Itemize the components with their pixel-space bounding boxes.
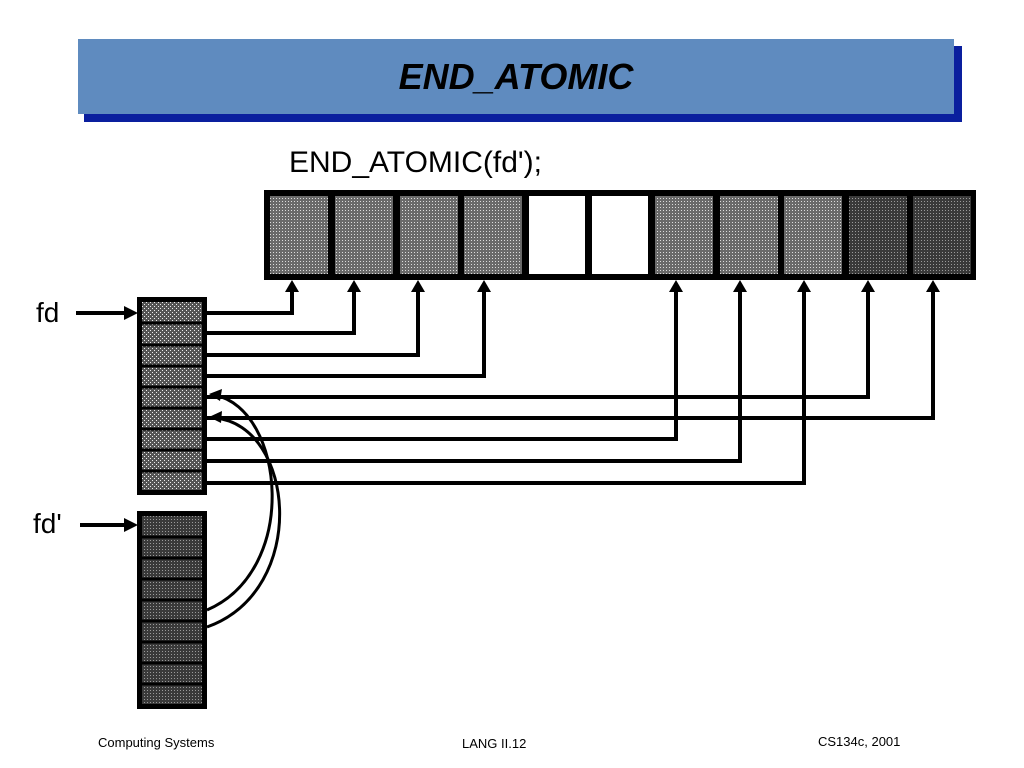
footer-course: Computing Systems xyxy=(98,735,215,750)
arrowhead-icon xyxy=(733,280,747,292)
pointer-line xyxy=(207,290,742,463)
array-slot-empty xyxy=(529,196,585,274)
copy-arrowheads xyxy=(209,389,222,423)
pointer-line xyxy=(207,290,935,420)
fd-prime-table xyxy=(137,511,207,709)
array-slot xyxy=(464,196,522,274)
arrowhead-icon xyxy=(209,411,222,423)
array-slot xyxy=(335,196,393,274)
pointer-line xyxy=(207,290,356,335)
fd-arrow-icon xyxy=(124,306,138,320)
copy-curves xyxy=(206,393,282,629)
pointer-line xyxy=(207,290,486,378)
arrowhead-icon xyxy=(209,389,222,401)
arrowhead-icon xyxy=(285,280,299,292)
pointer-line xyxy=(207,290,806,485)
arrowhead-icon xyxy=(347,280,361,292)
code-label: END_ATOMIC(fd'); xyxy=(289,146,542,179)
memory-array xyxy=(264,190,976,280)
pointer-line xyxy=(207,290,294,315)
footer-slide-number: LANG II.12 xyxy=(462,736,527,751)
fd-prime-arrow-icon xyxy=(124,518,138,532)
pointer-lines xyxy=(207,290,935,485)
arrowhead-icon xyxy=(411,280,425,292)
footer-term: CS134c, 2001 xyxy=(818,734,901,749)
fd-label: fd xyxy=(36,297,59,328)
pointer-line xyxy=(207,290,678,441)
fd-table xyxy=(137,297,207,495)
arrowhead-icon xyxy=(477,280,491,292)
array-slot xyxy=(720,196,778,274)
copy-curve xyxy=(206,416,282,629)
arrowheads xyxy=(285,280,940,292)
slide-title: END_ATOMIC xyxy=(398,55,634,97)
fd-prime-label: fd' xyxy=(33,508,62,539)
array-slot xyxy=(913,196,971,274)
pointer-line xyxy=(207,290,420,357)
array-slot xyxy=(270,196,328,274)
array-slot-empty xyxy=(592,196,648,274)
copy-curve xyxy=(206,393,274,612)
arrowhead-icon xyxy=(669,280,683,292)
array-slot xyxy=(849,196,907,274)
title-bar: END_ATOMIC xyxy=(78,39,954,114)
arrowhead-icon xyxy=(797,280,811,292)
array-slot xyxy=(784,196,842,274)
array-slot xyxy=(655,196,713,274)
arrowhead-icon xyxy=(861,280,875,292)
pointer-line xyxy=(207,290,870,399)
arrowhead-icon xyxy=(926,280,940,292)
array-slot xyxy=(400,196,458,274)
